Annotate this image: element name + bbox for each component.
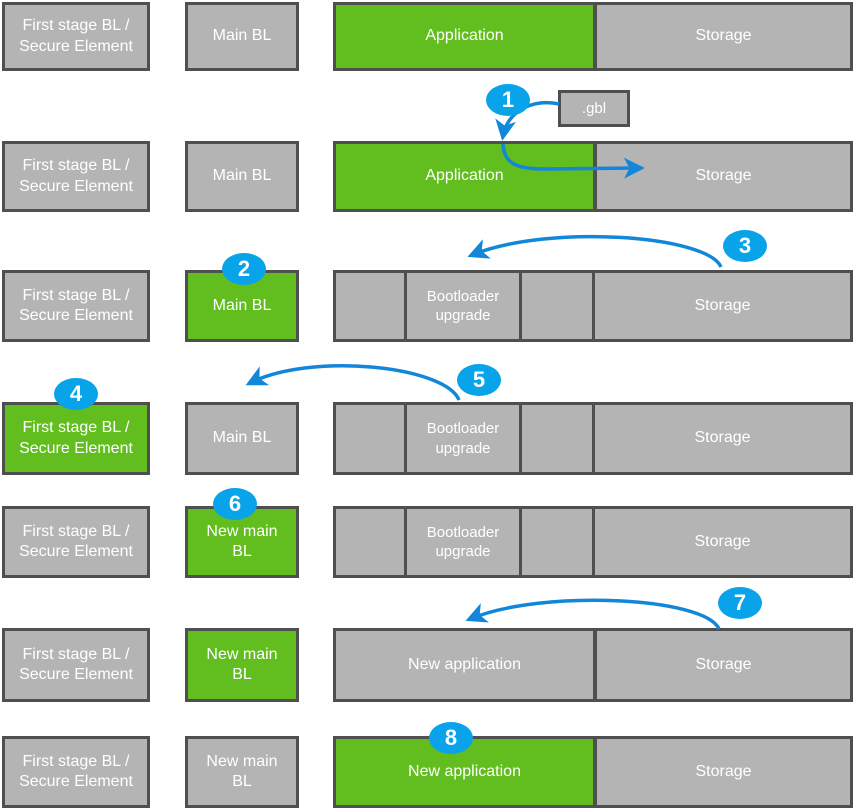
row4-first-stage-bl-box: First stage BL / Secure Element: [2, 402, 150, 475]
arrow-bootloader-upgrade-to-main-bl: [245, 364, 461, 401]
row1-storage-cell: Storage: [597, 5, 850, 68]
row3-storage-cell: Storage: [595, 273, 850, 339]
row4-bootloader-upgrade-cell: Bootloader upgrade: [407, 405, 519, 472]
arrow-storage-to-bootloader-upgrade: [467, 234, 723, 268]
row4-empty-cell-left: [336, 405, 404, 472]
row7-storage-cell: Storage: [597, 739, 850, 805]
row7-flash-container: New application Storage: [333, 736, 853, 808]
row2-application-cell: Application: [336, 144, 593, 209]
row2-storage-cell: Storage: [597, 144, 850, 209]
row4-main-bl-box: Main BL: [185, 402, 299, 475]
arrow-storage-to-new-application: [465, 598, 721, 630]
step-badge-4: 4: [54, 378, 98, 410]
row4-flash-container: Bootloader upgrade Storage: [333, 402, 853, 475]
row4-storage-cell: Storage: [595, 405, 850, 472]
row3-empty-cell-left: [336, 273, 404, 339]
step-badge-5: 5: [457, 364, 501, 396]
step-badge-3: 3: [723, 230, 767, 262]
row6-storage-cell: Storage: [597, 631, 850, 699]
step-badge-6: 6: [213, 488, 257, 520]
row7-new-main-bl-box: New main BL: [185, 736, 299, 808]
row3-flash-container: Bootloader upgrade Storage: [333, 270, 853, 342]
row5-storage-cell: Storage: [595, 509, 850, 575]
step-badge-8: 8: [429, 722, 473, 754]
row3-empty-cell-right: [522, 273, 592, 339]
row6-first-stage-bl-box: First stage BL / Secure Element: [2, 628, 150, 702]
row5-flash-container: Bootloader upgrade Storage: [333, 506, 853, 578]
row4-empty-cell-right: [522, 405, 592, 472]
row5-empty-cell-left: [336, 509, 404, 575]
row6-flash-container: New application Storage: [333, 628, 853, 702]
row6-new-application-cell: New application: [336, 631, 593, 699]
row5-empty-cell-right: [522, 509, 592, 575]
step-badge-2: 2: [222, 253, 266, 285]
row5-first-stage-bl-box: First stage BL / Secure Element: [2, 506, 150, 578]
row2-first-stage-bl-box: First stage BL / Secure Element: [2, 141, 150, 212]
step-badge-1: 1: [486, 84, 530, 116]
row2-main-bl-box: Main BL: [185, 141, 299, 212]
row1-first-stage-bl-box: First stage BL / Secure Element: [2, 2, 150, 71]
row3-bootloader-upgrade-cell: Bootloader upgrade: [407, 273, 519, 339]
row2-flash-container: Application Storage: [333, 141, 853, 212]
row7-first-stage-bl-box: First stage BL / Secure Element: [2, 736, 150, 808]
row1-flash-container: Application Storage: [333, 2, 853, 71]
step-badge-7: 7: [718, 587, 762, 619]
row6-new-main-bl-box: New main BL: [185, 628, 299, 702]
row1-application-cell: Application: [336, 5, 593, 68]
row5-bootloader-upgrade-cell: Bootloader upgrade: [407, 509, 519, 575]
row1-main-bl-box: Main BL: [185, 2, 299, 71]
gbl-file-box: .gbl: [558, 90, 630, 127]
row3-first-stage-bl-box: First stage BL / Secure Element: [2, 270, 150, 342]
